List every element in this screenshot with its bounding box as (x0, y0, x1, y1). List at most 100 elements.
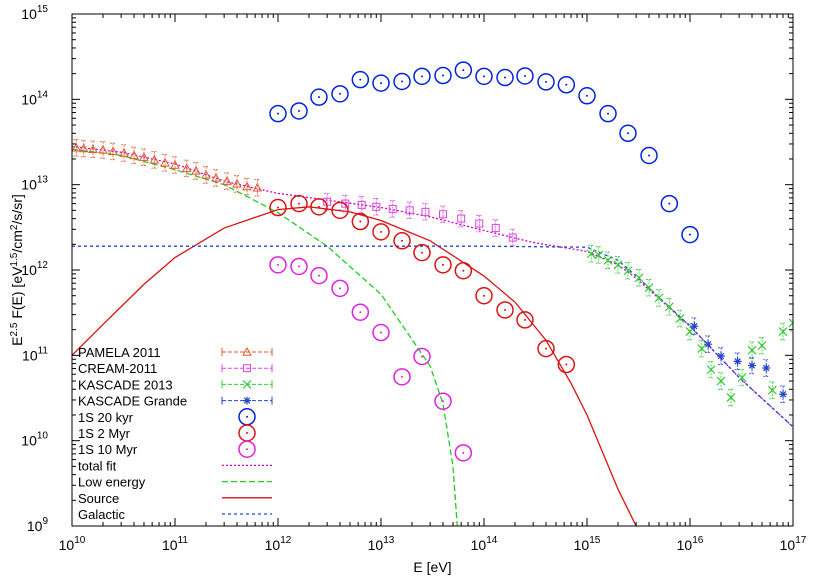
data-point-circle (413, 67, 431, 86)
data-point-triangle (139, 152, 149, 161)
data-point-circle (269, 198, 287, 217)
data-point-x (788, 318, 793, 328)
error-bar (373, 198, 380, 216)
data-point-triangle (170, 159, 180, 169)
error-bar (80, 139, 87, 158)
error-bar (342, 194, 349, 213)
error-bar (109, 142, 116, 161)
data-point-x (603, 255, 613, 265)
data-point-x (757, 341, 767, 351)
x-axis-label: E [eV] (413, 559, 451, 575)
legend-item: KASCADE Grande (78, 394, 273, 409)
data-point-circle (310, 88, 328, 106)
data-point-triangle (242, 181, 252, 191)
data-point-x (664, 302, 674, 312)
x-tick-label: 1010 (59, 535, 86, 553)
legend-label: total fit (78, 458, 117, 473)
error-bar (727, 388, 734, 407)
y-label-suffix: /s/sr] (9, 194, 25, 224)
data-point-circle (372, 323, 390, 342)
x-tick-label: 1014 (471, 535, 498, 553)
data-point-x (747, 345, 757, 355)
data-point-star (733, 357, 742, 366)
data-point-circle (475, 67, 493, 86)
axis-ticks (71, 13, 794, 527)
data-point-x (697, 344, 707, 354)
y-tick-label: 1013 (21, 175, 48, 193)
error-bar (763, 359, 770, 377)
y-tick-label: 1010 (21, 431, 48, 449)
y-tick-label: 109 (27, 516, 49, 534)
error-bar (749, 356, 756, 375)
legend-item: Low energy (78, 475, 272, 490)
error-bar (615, 256, 622, 274)
data-point-circle (454, 61, 473, 79)
legend-label: KASCADE 2013 (78, 377, 173, 392)
data-point-circle (537, 73, 555, 91)
data-point-x (613, 260, 623, 270)
legend-item: 1S 20 kyr (78, 408, 256, 426)
data-point-triangle (160, 157, 170, 167)
data-point-x (623, 266, 633, 276)
error-bar (718, 372, 725, 390)
data-point-circle (372, 74, 390, 92)
data-point-triangle (88, 144, 98, 153)
data-point-circle (331, 279, 349, 298)
y-label-mid: F(E) [eV (9, 266, 25, 323)
data-point-triangle (72, 142, 82, 152)
data-point-circle (290, 194, 308, 213)
data-point-triangle (211, 172, 221, 182)
error-bar (769, 381, 776, 399)
error-bar (458, 209, 465, 228)
data-point-circle (578, 87, 596, 105)
y-label-prefix: E (9, 336, 25, 345)
data-point-circle (269, 256, 287, 274)
error-bar (73, 139, 80, 157)
data-point-square (388, 204, 397, 213)
data-point-x (716, 376, 726, 386)
data-point-circle (434, 392, 452, 410)
error-bar (718, 347, 725, 365)
data-point-x (644, 283, 654, 293)
data-point-square (508, 233, 517, 242)
error-bar (193, 162, 200, 180)
data-point-star (748, 361, 757, 370)
error-bar (406, 201, 413, 220)
data-point-square (421, 207, 430, 216)
data-point-circle (351, 303, 370, 321)
error-bar (666, 298, 673, 316)
error-bar (254, 179, 261, 197)
y-tick-label: 1012 (21, 260, 48, 278)
data-point-circle (331, 85, 349, 103)
data-point-square (341, 199, 350, 208)
data-point-circle (434, 66, 452, 85)
data-point-circle (640, 146, 658, 165)
legend-item: 1S 10 Myr (78, 440, 256, 458)
data-point-circle (660, 194, 679, 213)
series-line-total-fit (72, 145, 793, 428)
series-cream-2011 (323, 193, 517, 247)
x-tick-label: 1016 (677, 535, 704, 553)
legend-item: KASCADE 2013 (78, 377, 273, 392)
data-point-circle (393, 72, 411, 91)
data-point-triangle (98, 144, 108, 154)
data-point-circle (238, 424, 256, 442)
data-point-x (737, 373, 747, 382)
y-tick-label: 1014 (21, 89, 48, 107)
error-bar (131, 146, 138, 165)
error-bar (691, 317, 698, 335)
data-point-circle (351, 212, 370, 231)
series-line-source (72, 206, 637, 526)
data-point-x (778, 327, 788, 336)
data-point-x (706, 365, 716, 375)
data-point-circle (310, 266, 328, 285)
legend-label: 1S 2 Myr (78, 426, 131, 441)
x-tick-label: 1011 (162, 535, 188, 553)
data-point-triangle (232, 178, 242, 188)
data-point-x (586, 249, 596, 259)
error-bar (203, 166, 210, 184)
series-1s-20-kyr (269, 61, 699, 244)
error-bar (708, 360, 715, 379)
